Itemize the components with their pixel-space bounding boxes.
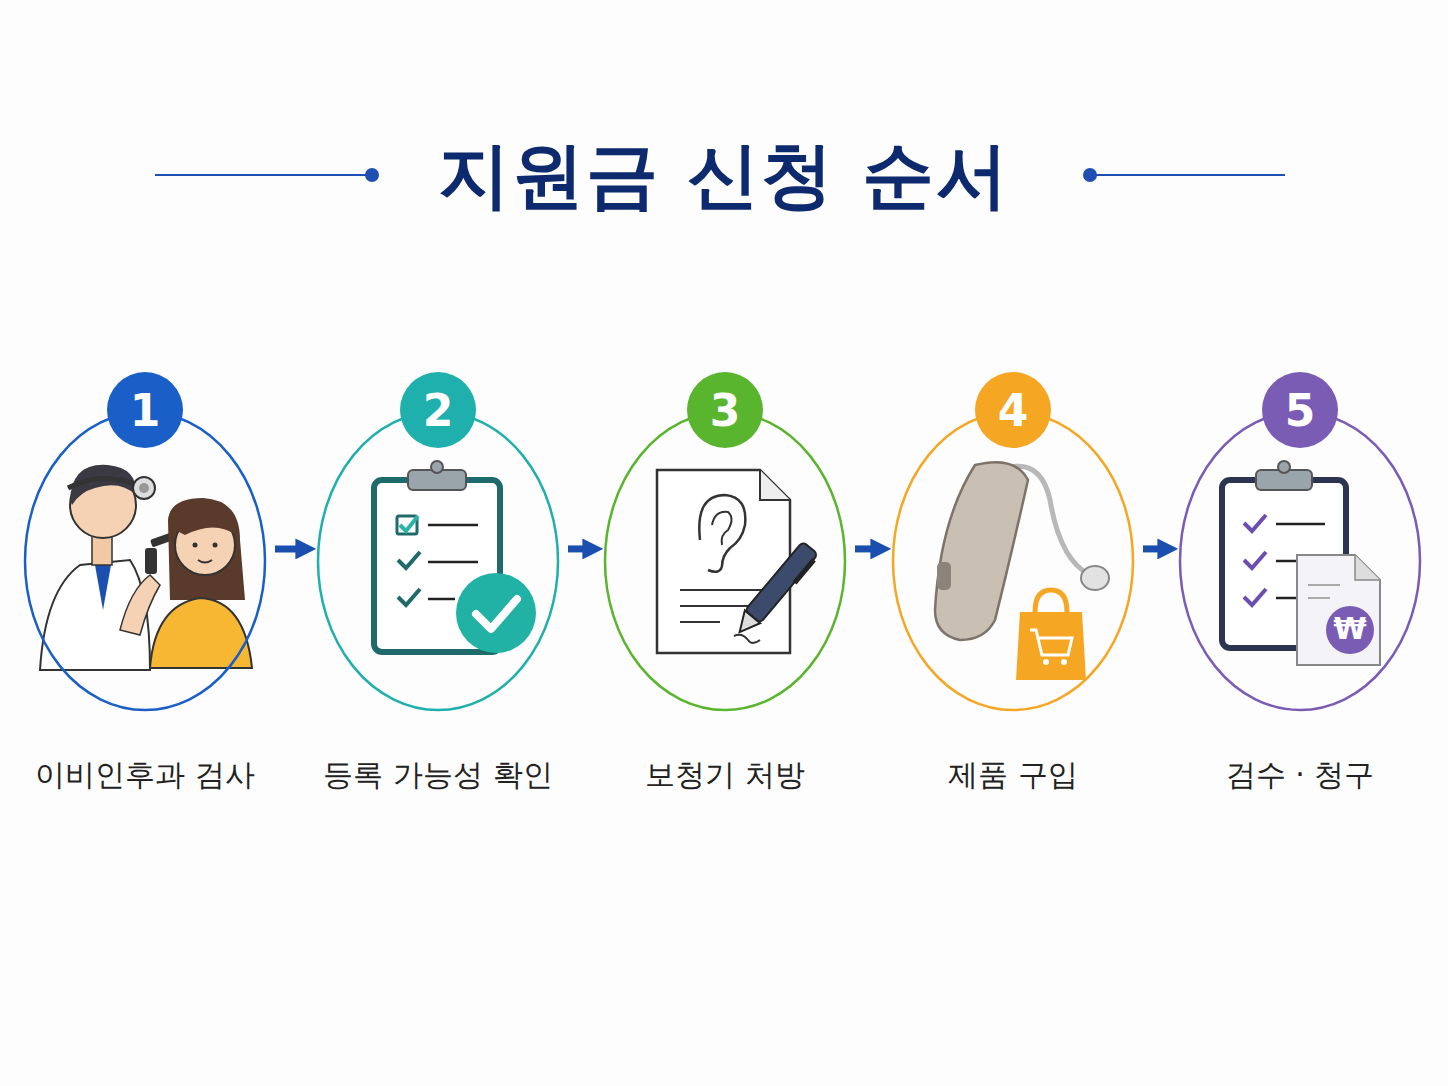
hearing-aid-icon [935, 462, 1109, 680]
ellipse-outline [1178, 410, 1422, 712]
ellipse-outline [603, 410, 847, 712]
step-label: 이비인후과 검사 [35, 755, 255, 796]
step-number-badge: 2 [400, 372, 476, 448]
step-ellipse: 보청기 처방3 [603, 410, 847, 712]
flow-arrow [1143, 545, 1170, 552]
step-ellipse: 이비인후과 검사1 [23, 410, 267, 712]
flow-arrow [568, 545, 595, 552]
ellipse-outline [23, 410, 267, 712]
step-number-badge: 5 [1262, 372, 1338, 448]
step-number: 3 [710, 385, 741, 436]
title-dot [1083, 168, 1097, 182]
step-label: 검수 · 청구 [1226, 755, 1375, 796]
step-number: 1 [130, 385, 161, 436]
step-label: 제품 구입 [948, 755, 1078, 796]
title-dot [365, 168, 379, 182]
step-number: 2 [423, 385, 454, 436]
step-number: 5 [1285, 385, 1316, 436]
step-number: 4 [998, 385, 1029, 436]
step-label: 보청기 처방 [645, 755, 805, 796]
flow-arrow [275, 545, 308, 552]
step-number-badge: 3 [687, 372, 763, 448]
step-ellipse: 등록 가능성 확인2 [316, 410, 560, 712]
step-number-badge: 1 [107, 372, 183, 448]
claim-icon [1222, 461, 1380, 665]
checklist-icon [374, 461, 536, 653]
ellipse-outline [316, 410, 560, 712]
step-ellipse: 검수 · 청구5 [1178, 410, 1422, 712]
currency-symbol: ₩ [1330, 611, 1370, 646]
step-number-badge: 4 [975, 372, 1051, 448]
prescription-icon [657, 470, 820, 653]
ellipse-outline [891, 410, 1135, 712]
diagram-title: 지원금 신청 순서 [0, 128, 1448, 224]
doctor-patient-icon [40, 465, 252, 670]
step-label: 등록 가능성 확인 [323, 755, 552, 796]
flow-arrow [855, 545, 883, 552]
step-ellipse: 제품 구입4 [891, 410, 1135, 712]
